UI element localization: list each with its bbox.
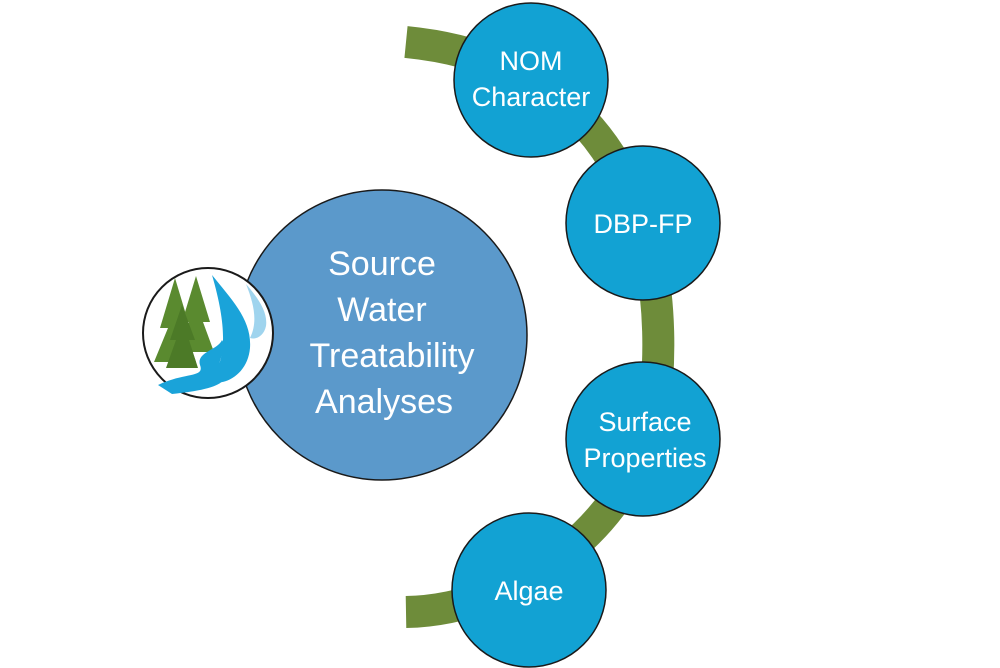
node-surface-line-2: Properties	[583, 443, 706, 473]
node-nom-character: NOM Character	[453, 2, 609, 158]
node-algae: Algae	[451, 512, 607, 668]
forest-water-logo-icon	[142, 267, 274, 399]
main-circle: Source Water Treatability Analyses	[236, 189, 528, 481]
node-dbp-label: DBP-FP	[593, 209, 692, 239]
main-label-line-4: Analyses	[315, 383, 453, 421]
node-nom-line-1: NOM	[500, 46, 563, 76]
node-dbp-fp: DBP-FP	[565, 145, 721, 301]
main-label-line-1: Source	[328, 245, 436, 283]
main-label-line-2: Water	[337, 291, 426, 329]
node-algae-label: Algae	[494, 576, 563, 606]
node-surface-properties: Surface Properties	[565, 361, 721, 517]
node-nom-line-2: Character	[472, 82, 591, 112]
node-surface-line-1: Surface	[598, 407, 691, 437]
main-label-line-3: Treatability	[309, 337, 474, 375]
